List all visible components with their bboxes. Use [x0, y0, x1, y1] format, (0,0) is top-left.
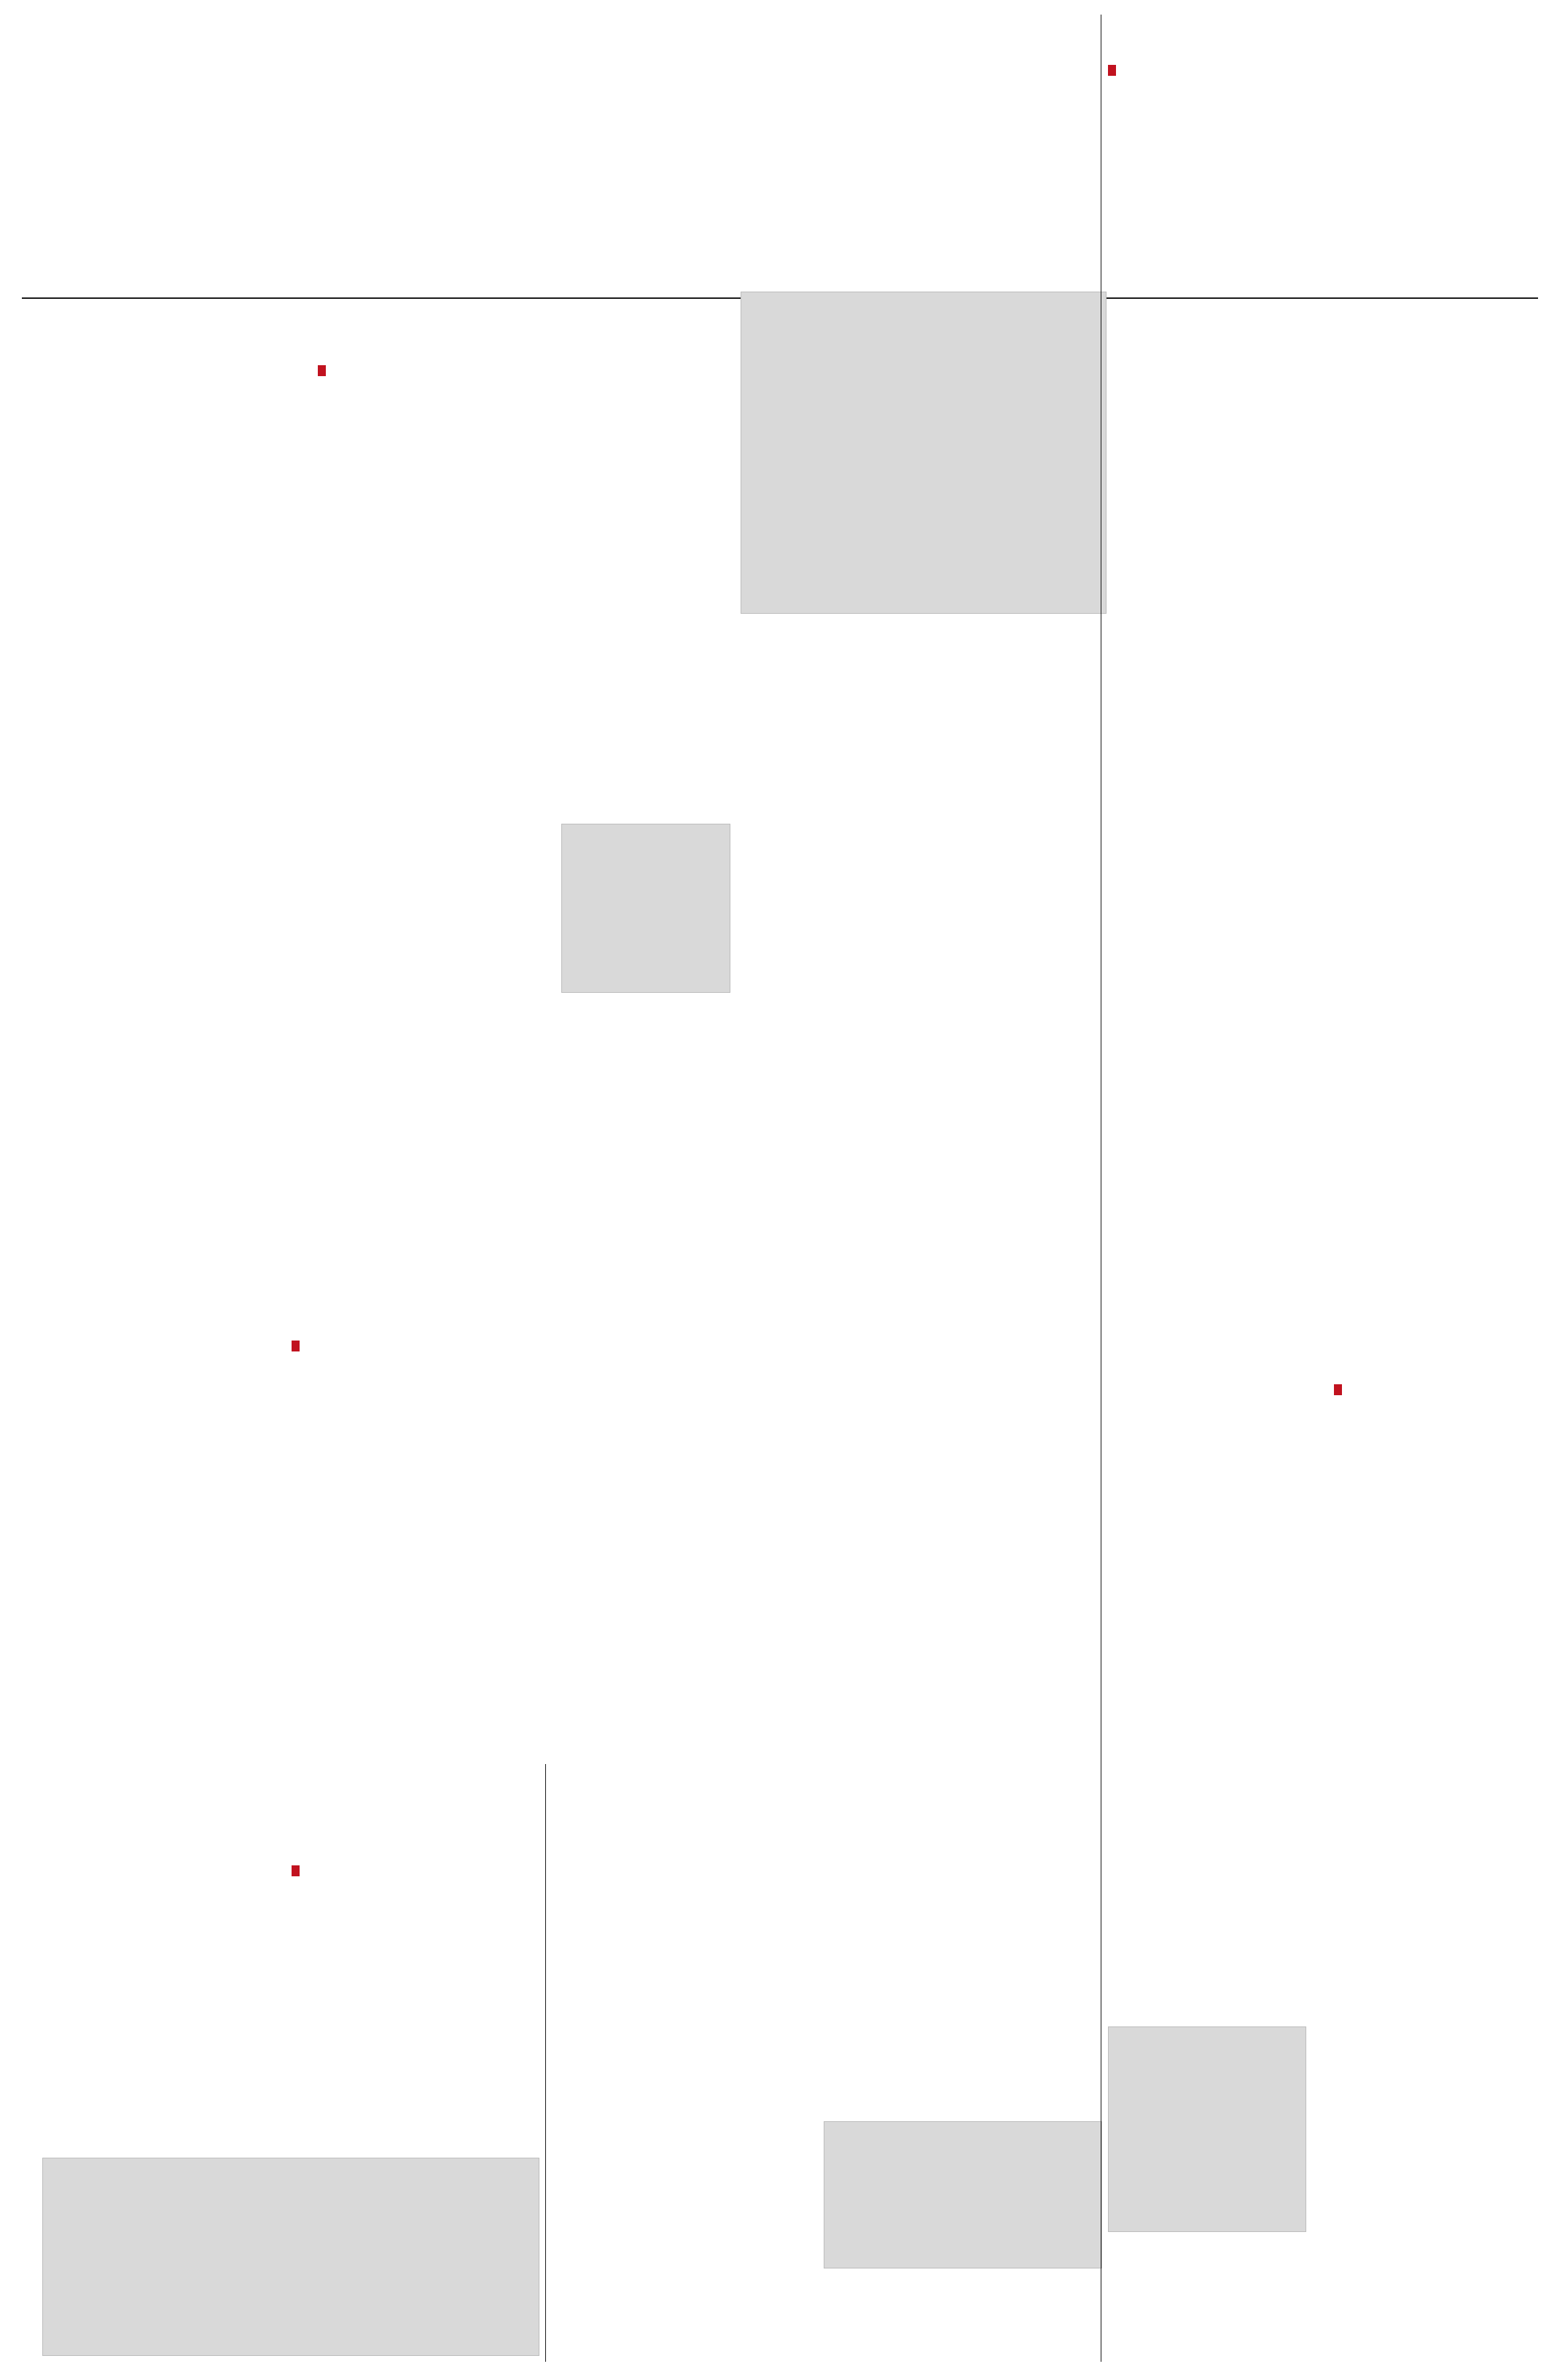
story-mid-col-1 [741, 911, 981, 1064]
story-bus-col-2 [733, 1924, 908, 2041]
story-corruption-col-2 [1108, 1749, 1327, 1881]
story-inti-bullets [292, 1334, 481, 1351]
photo-protest [824, 2121, 1102, 2268]
story-arts-col-2 [292, 1932, 539, 2150]
story-arts-col-1 [42, 1859, 283, 2150]
story-corruption-col-1 [1108, 1378, 1327, 1713]
story-ask-bullets [318, 359, 609, 376]
story-ask-col-1 [42, 359, 312, 825]
column-rule [545, 1764, 546, 2362]
story-bus-col-1 [554, 1895, 729, 2041]
story-corruption-col-3 [1334, 1545, 1538, 1881]
top-box-body [1254, 58, 1538, 467]
photo-arts [42, 2158, 539, 2356]
story-corruption-bullets [1334, 1378, 1538, 1395]
top-box-bullets [1108, 58, 1239, 76]
top-box [1108, 15, 1545, 467]
story-inti-body [42, 1327, 283, 1720]
story-bus-col-3 [915, 1924, 1097, 2041]
right-panel-col [1290, 510, 1538, 1436]
story-facilities-col-1 [554, 2121, 816, 2362]
photo-rtc [1108, 2026, 1306, 2232]
story-facilities-col-2 [824, 2274, 1101, 2362]
photo-woman [561, 824, 730, 993]
story-mid-col-2 [984, 911, 1283, 1174]
story-women-body [777, 1421, 1098, 1720]
story-inti-body-2 [292, 1465, 758, 1720]
photo-rally [741, 292, 1107, 614]
story-arts-bullets [292, 1859, 510, 1876]
